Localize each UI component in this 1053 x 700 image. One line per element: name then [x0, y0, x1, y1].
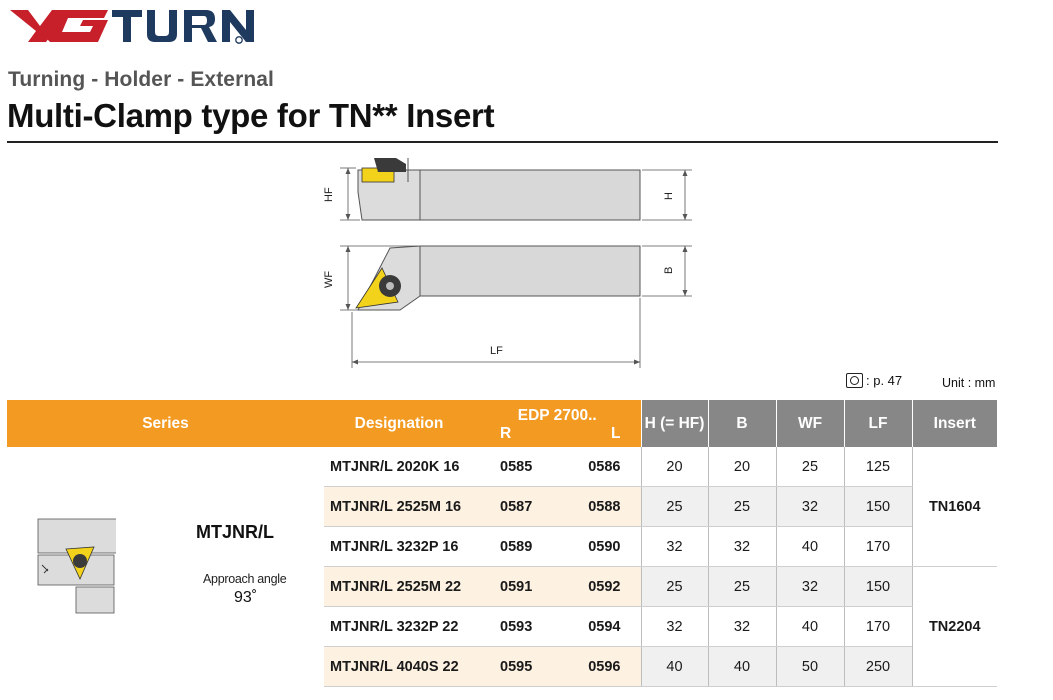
wf-cell: 32	[775, 486, 844, 527]
insert-cell: TN1604	[911, 447, 997, 567]
table-row: MTJNR/L 2525M 22 0591 0592 25 25 32 150 T…	[7, 566, 997, 687]
b-cell: 25	[707, 566, 776, 607]
insert-shape-icon	[846, 373, 863, 388]
header-edp-l: L	[611, 424, 621, 442]
page-subtitle: Turning - Holder - External	[8, 68, 274, 91]
designation-cell: MTJNR/L 2020K 16	[324, 447, 474, 487]
lf-dimension-label: LF	[490, 345, 503, 357]
wf-cell: 40	[775, 606, 844, 647]
edp-l-value: 0596	[588, 658, 621, 675]
header-edp-title: EDP 2700..	[517, 406, 597, 424]
b-cell: 32	[707, 606, 776, 647]
wf-cell: 32	[775, 566, 844, 607]
designation-cell: MTJNR/L 2525M 16	[324, 486, 474, 527]
edp-l-value: 0586	[588, 458, 621, 475]
yg-turn-logo-graphic	[10, 10, 254, 44]
header-b: B	[707, 400, 776, 447]
table-row: MTJNR/L 2525M 16 0587 0588 25 25 32 150	[7, 486, 997, 527]
insert-cell: TN2204	[911, 566, 997, 687]
edp-cell: 0585 0586	[474, 447, 641, 487]
lf-cell: 125	[843, 447, 912, 487]
b-dimension-label: B	[663, 267, 675, 274]
table-row: MTJNR/L 2020K 16 0585 0586 20 20 25 125 T…	[7, 447, 997, 567]
side-view: HF H	[323, 158, 692, 221]
approach-angle-value: 93˚	[234, 589, 258, 606]
approach-angle-label: Approach angle	[203, 572, 287, 586]
page-title: Multi-Clamp type for TN** Insert	[7, 97, 495, 134]
h-cell: 20	[640, 447, 708, 487]
series-name: MTJNR/L	[196, 522, 274, 542]
edp-l-value: 0592	[588, 578, 621, 595]
header-edp: EDP 2700.. R L	[474, 400, 641, 447]
b-cell: 32	[707, 526, 776, 567]
h-cell: 40	[640, 646, 708, 687]
edp-r-value: 0589	[500, 538, 533, 555]
header-series: Series	[7, 400, 324, 447]
edp-l-value: 0590	[588, 538, 621, 555]
wf-cell: 40	[775, 526, 844, 567]
designation-cell: MTJNR/L 2525M 22	[324, 566, 474, 607]
header-designation: Designation	[324, 400, 474, 447]
edp-r-value: 0587	[500, 498, 533, 515]
edp-cell: 0589 0590	[474, 526, 641, 567]
lf-cell: 150	[843, 566, 912, 607]
edp-r-value: 0593	[500, 618, 533, 635]
b-cell: 40	[707, 646, 776, 687]
wf-cell: 25	[775, 447, 844, 487]
tool-holder-drawing: HF H WF B	[300, 150, 720, 375]
top-view: WF B LF	[323, 245, 692, 368]
table-header-row: Series Designation EDP 2700.. R L H (= H…	[7, 400, 997, 447]
designation-cell: MTJNR/L 3232P 22	[324, 606, 474, 647]
hf-dimension-label: HF	[323, 187, 335, 202]
lf-cell: 170	[843, 606, 912, 647]
unit-note: Unit : mm	[942, 376, 996, 390]
title-divider	[7, 141, 998, 143]
b-cell: 20	[707, 447, 776, 487]
edp-cell: 0591 0592	[474, 566, 641, 607]
h-cell: 25	[640, 566, 708, 607]
designation-cell: MTJNR/L 3232P 16	[324, 526, 474, 567]
header-edp-r: R	[500, 424, 512, 442]
h-dimension-label: H	[663, 192, 675, 200]
lf-cell: 250	[843, 646, 912, 687]
edp-l-value: 0594	[588, 618, 621, 635]
header-h: H (= HF)	[640, 400, 708, 447]
page-reference-text: : p. 47	[866, 373, 903, 388]
edp-l-value: 0588	[588, 498, 621, 515]
edp-cell: 0593 0594	[474, 606, 641, 647]
edp-cell: 0595 0596	[474, 646, 641, 687]
lf-cell: 150	[843, 486, 912, 527]
wf-dimension-label: WF	[323, 271, 335, 288]
header-wf: WF	[775, 400, 844, 447]
lf-cell: 170	[843, 526, 912, 567]
edp-r-value: 0595	[500, 658, 533, 675]
b-cell: 25	[707, 486, 776, 527]
designation-cell: MTJNR/L 4040S 22	[324, 646, 474, 687]
h-cell: 32	[640, 606, 708, 647]
edp-cell: 0587 0588	[474, 486, 641, 527]
table-row: MTJNR/L 4040S 22 0595 0596 40 40 50 250	[7, 646, 997, 687]
wf-cell: 50	[775, 646, 844, 687]
edp-r-value: 0591	[500, 578, 533, 595]
series-thumbnail	[36, 515, 135, 615]
edp-r-value: 0585	[500, 458, 533, 475]
header-insert: Insert	[911, 400, 997, 447]
spec-table: Series Designation EDP 2700.. R L H (= H…	[7, 400, 997, 687]
brand-logo	[10, 4, 280, 46]
header-lf: LF	[843, 400, 912, 447]
table-row: MTJNR/L 3232P 16 0589 0590 32 32 40 170	[7, 526, 997, 567]
h-cell: 32	[640, 526, 708, 567]
table-row: MTJNR/L 3232P 22 0593 0594 32 32 40 170	[7, 606, 997, 647]
page-reference-note: : p. 47	[846, 373, 902, 388]
h-cell: 25	[640, 486, 708, 527]
